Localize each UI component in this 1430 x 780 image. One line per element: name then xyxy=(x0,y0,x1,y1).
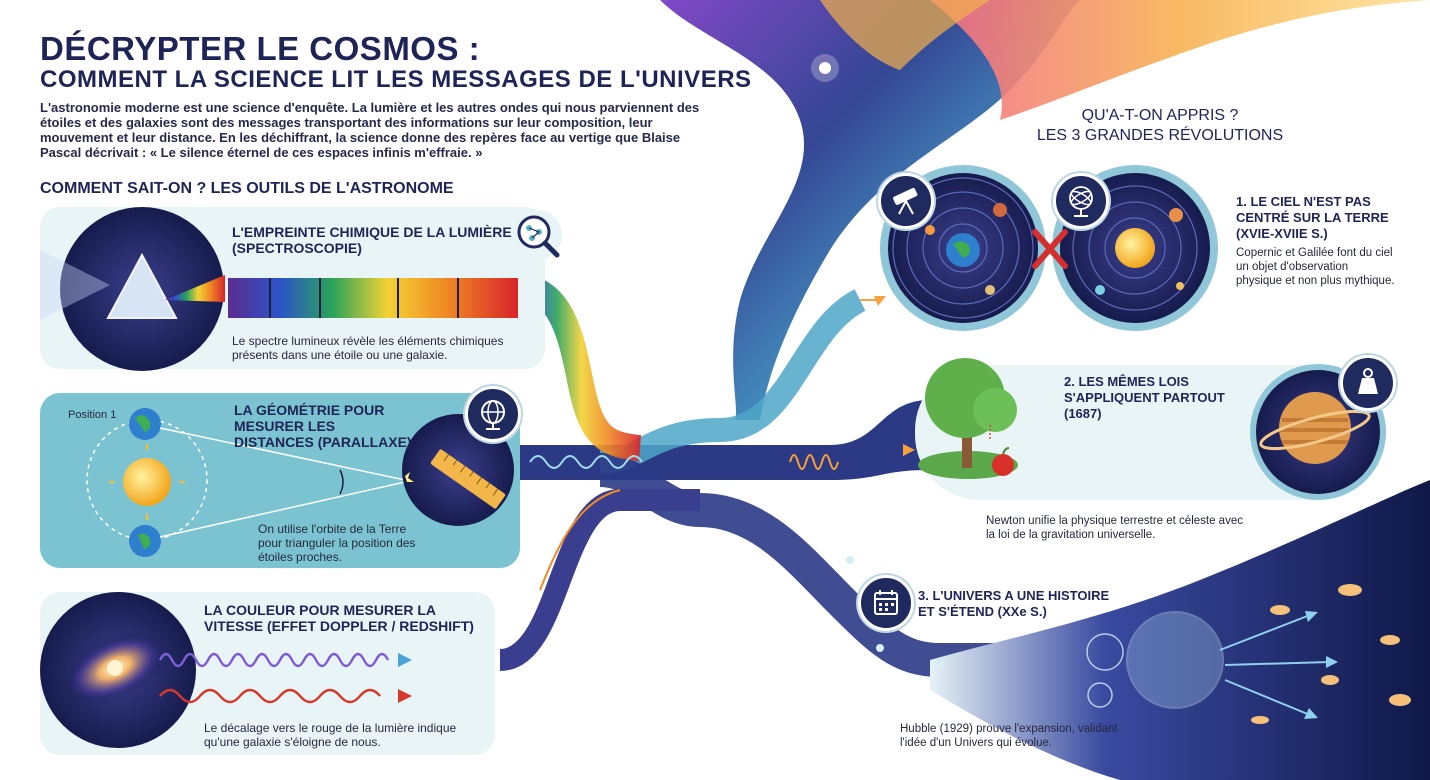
globe-icon xyxy=(465,386,521,442)
doppler-text: Le décalage vers le rouge de la lumière … xyxy=(204,721,457,749)
spectroscopy-text: Le spectre lumineux révèle les éléments … xyxy=(232,334,504,362)
position-label: Position 1 xyxy=(68,409,117,421)
revolutions-title-line-2: LES 3 GRANDES RÉVOLUTIONS xyxy=(1036,127,1284,144)
calendar-icon xyxy=(858,575,914,631)
revolution-2-title: 2. LES MÊMES LOIS S'APPLIQUENT PARTOUT (… xyxy=(1064,374,1225,421)
revolutions-title-line-1: QU'A-T-ON APPRIS ? xyxy=(1081,107,1239,124)
revolution-1-title: 1. LE CIEL N'EST PAS CENTRÉ SUR LA TERRE… xyxy=(1236,194,1389,241)
doppler-title: La couleur pour mesurer la vitesse (Effe… xyxy=(204,602,474,634)
armillary-sphere-icon xyxy=(1053,173,1109,229)
page-title: DÉCRYPTER LE COSMOS : xyxy=(40,30,481,67)
tools-section-title: COMMENT SAIT-ON ? LES OUTILS DE L'ASTRON… xyxy=(40,180,454,197)
spectroscopy-title: L'empreinte chimique de la lumière (Spec… xyxy=(232,224,512,256)
revolutions-section-title: QU'A-T-ON APPRIS ? LES 3 GRANDES RÉVOLUT… xyxy=(1010,106,1310,146)
parallax-title: La géométrie pour mesurer les distances … xyxy=(234,402,412,450)
page-subtitle: COMMENT LA SCIENCE LIT LES MESSAGES DE L… xyxy=(40,66,752,93)
revolution-3-text: Hubble (1929) prouve l'expansion, valida… xyxy=(900,723,1118,749)
revolution-3-title: 3. L'UNIVERS A UNE HISTOIRE ET S'ÉTEND (… xyxy=(918,588,1110,619)
weight-icon xyxy=(1340,355,1396,411)
telescope-icon xyxy=(878,173,934,229)
revolution-2-text: Newton unifie la physique terrestre et c… xyxy=(986,515,1243,541)
parallax-text: On utilise l'orbite de la Terre pour tri… xyxy=(258,522,416,564)
revolution-1-text: Copernic et Galilée font du ciel un obje… xyxy=(1236,247,1395,287)
magnifier-molecule-icon xyxy=(512,210,562,260)
intro-paragraph: L'astronomie moderne est une science d'e… xyxy=(40,100,700,160)
